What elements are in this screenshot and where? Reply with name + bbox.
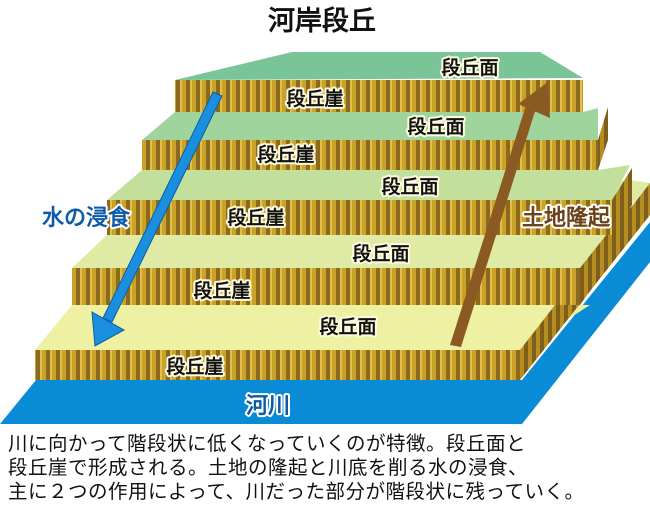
terrace-surface-1 — [175, 52, 583, 80]
river — [0, 222, 650, 424]
terrace-side-3 — [612, 168, 632, 235]
terrace-surface-label-2: 段丘面 — [407, 115, 464, 138]
erosion-arrow — [91, 91, 223, 347]
caption: 川に向かって階段状に低くなっていくのが特徴。段丘面と 段丘崖で形成される。土地の… — [8, 432, 648, 504]
caption-line-2: 段丘崖で形成される。土地の隆起と川底を削る水の浸食、 — [8, 456, 529, 479]
caption-line-1: 川に向かって階段状に低くなっていくのが特徴。段丘面と — [8, 432, 527, 455]
terrace-cliff-label-4: 段丘崖 — [193, 279, 250, 302]
terrace-surface-label-5: 段丘面 — [319, 315, 376, 338]
terrace-surface-label-3: 段丘面 — [381, 175, 438, 198]
terrace-cliff-label-2: 段丘崖 — [257, 143, 314, 166]
uplift-arrow — [450, 82, 550, 347]
terrace-side-2 — [598, 107, 608, 170]
river-label: 河川 — [246, 394, 290, 419]
caption-line-3: 主に２つの作用によって、川だった部分が階段状に残っていく。 — [8, 480, 585, 503]
terrace-cliff-1 — [175, 80, 583, 112]
terrace-cliff-label-3: 段丘崖 — [227, 206, 284, 229]
terrace-side-4 — [580, 205, 630, 305]
terrace-cliff-4 — [72, 268, 580, 305]
terrace-cliff-3 — [107, 200, 612, 235]
terrace-cliff-label-5: 段丘崖 — [166, 355, 223, 378]
uplift-label: 土地隆起 — [522, 206, 611, 231]
erosion-label: 水の浸食 — [42, 205, 131, 231]
terrace-surface-label-4: 段丘面 — [352, 242, 409, 265]
terrace-surface-5 — [35, 305, 590, 350]
terrace-cliff-5 — [35, 350, 520, 380]
terrace-surface-label-1: 段丘面 — [441, 56, 498, 79]
diagram-title: 河岸段丘 — [268, 6, 376, 37]
terrace-cliff-label-1: 段丘崖 — [286, 87, 343, 110]
terrace-surface-2 — [142, 108, 598, 140]
terrace-cliff-2 — [142, 140, 598, 170]
